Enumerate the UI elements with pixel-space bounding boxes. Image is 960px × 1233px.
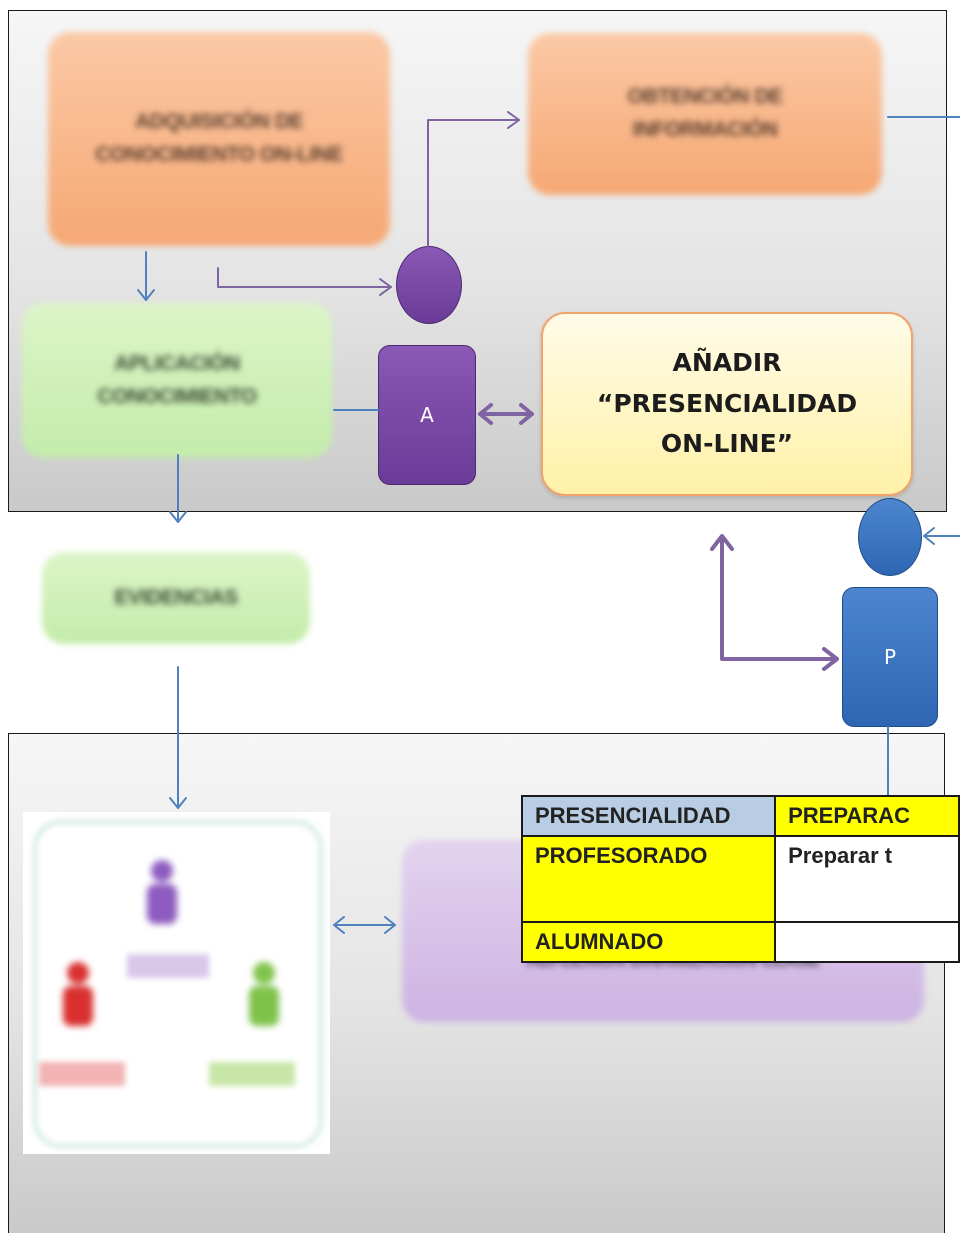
cycle-person-left <box>63 962 93 1026</box>
cycle-image-frame <box>33 820 323 1148</box>
table-cell-profesorado-value: Preparar t <box>774 835 960 923</box>
alumno-head <box>396 246 462 324</box>
table-row: PRESENCIALIDAD PREPARAC <box>520 795 960 837</box>
anadir-line-1: AÑADIR <box>672 348 782 378</box>
table-cell-alumnado-value <box>774 921 960 963</box>
node-obtencion: OBTENCIÓN DE INFORMACIÓN <box>528 33 882 195</box>
alumno-body: A <box>378 345 476 485</box>
cycle-tag-right <box>209 1062 295 1086</box>
node-aplicacion: APLICACIÓN CONOCIMIENTO <box>22 303 332 458</box>
cycle-tag-left <box>39 1062 125 1086</box>
node-adquisicion: ADQUISICIÓN DE CONOCIMIENTO ON-LINE <box>48 32 390 246</box>
cycle-person-top <box>147 860 177 924</box>
table-row: ALUMNADO <box>520 921 960 963</box>
anadir-line-3: ON-LINE” <box>660 429 794 459</box>
alumno-label: A <box>420 403 434 427</box>
cycle-image <box>23 812 330 1154</box>
table-row: PROFESORADO Preparar t <box>520 835 960 923</box>
presencialidad-table: PRESENCIALIDAD PREPARAC PROFESORADO Prep… <box>520 795 960 963</box>
anadir-line-2: “PRESENCIALIDAD <box>596 388 858 418</box>
profesor-head <box>858 498 922 576</box>
table-cell-alumnado: ALUMNADO <box>520 921 777 963</box>
cycle-tag-top <box>127 954 209 978</box>
table-header-left: PRESENCIALIDAD <box>520 795 777 837</box>
node-evidencias: EVIDENCIAS <box>42 552 310 644</box>
profesor-body: P <box>842 587 938 727</box>
table-header-right: PREPARAC <box>774 795 960 837</box>
node-anadir-presencialidad: AÑADIR “PRESENCIALIDAD ON-LINE” <box>541 312 913 496</box>
cycle-person-right <box>249 962 279 1026</box>
table-cell-profesorado: PROFESORADO <box>520 835 777 923</box>
profesor-label: P <box>883 645 897 669</box>
